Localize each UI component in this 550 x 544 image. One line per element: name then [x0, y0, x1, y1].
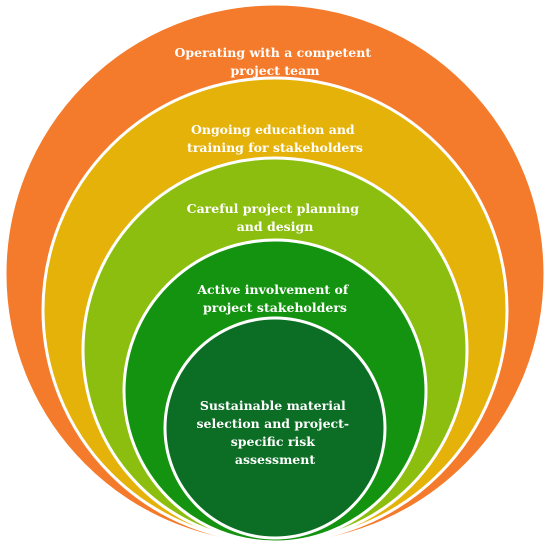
ring-sustainable-label-line-4: assessment: [235, 452, 315, 467]
ring-team-label-line-1: Operating with a competent: [175, 45, 372, 60]
ring-involvement-label-line-2: project stakeholders: [203, 300, 347, 315]
ring-sustainable-label: Sustainable material selection and proje…: [197, 398, 354, 467]
ring-sustainable-circle: [163, 316, 387, 540]
ring-planning-label-line-1: Careful project planning: [187, 201, 360, 216]
ring-involvement-label-line-1: Active involvement of: [196, 282, 350, 297]
ring-involvement-label: Active involvement of project stakeholde…: [196, 282, 352, 315]
ring-team-label-line-2: project team: [231, 63, 320, 78]
ring-sustainable: Sustainable material selection and proje…: [163, 316, 387, 540]
ring-education-label: Ongoing education and training for stake…: [187, 122, 363, 155]
ring-planning-label: Careful project planning and design: [187, 201, 364, 234]
ring-sustainable-label-line-2: selection and project-: [197, 416, 350, 431]
ring-education-label-line-2: training for stakeholders: [187, 140, 363, 155]
ring-education-label-line-1: Ongoing education and: [191, 122, 355, 137]
ring-sustainable-label-line-3: specific risk: [231, 434, 316, 449]
ring-planning-label-line-2: and design: [237, 219, 314, 234]
ring-team-label: Operating with a competent project team: [175, 45, 376, 78]
ring-sustainable-label-line-1: Sustainable material: [200, 398, 346, 413]
